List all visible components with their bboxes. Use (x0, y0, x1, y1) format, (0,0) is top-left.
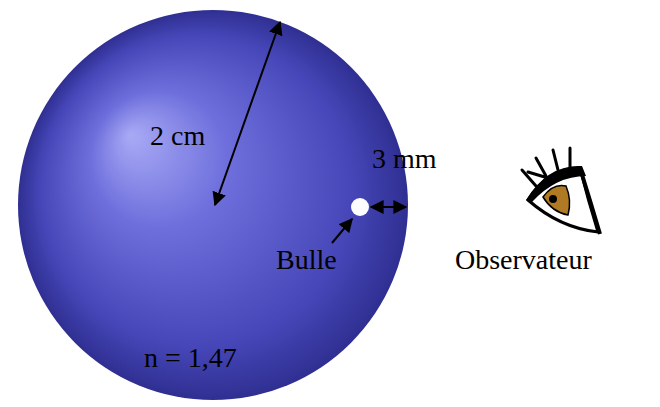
glass-sphere (18, 10, 408, 400)
distance-arrow (371, 206, 406, 208)
leader-line (332, 219, 352, 243)
radius-arrow (215, 22, 280, 205)
bubble-label: Bulle (276, 244, 337, 276)
radius-label: 2 cm (150, 120, 205, 152)
observer-label: Observateur (455, 244, 592, 276)
distance-label: 3 mm (372, 143, 437, 175)
bubble (351, 198, 369, 216)
index-label: n = 1,47 (144, 342, 237, 374)
eye-icon (522, 148, 600, 234)
